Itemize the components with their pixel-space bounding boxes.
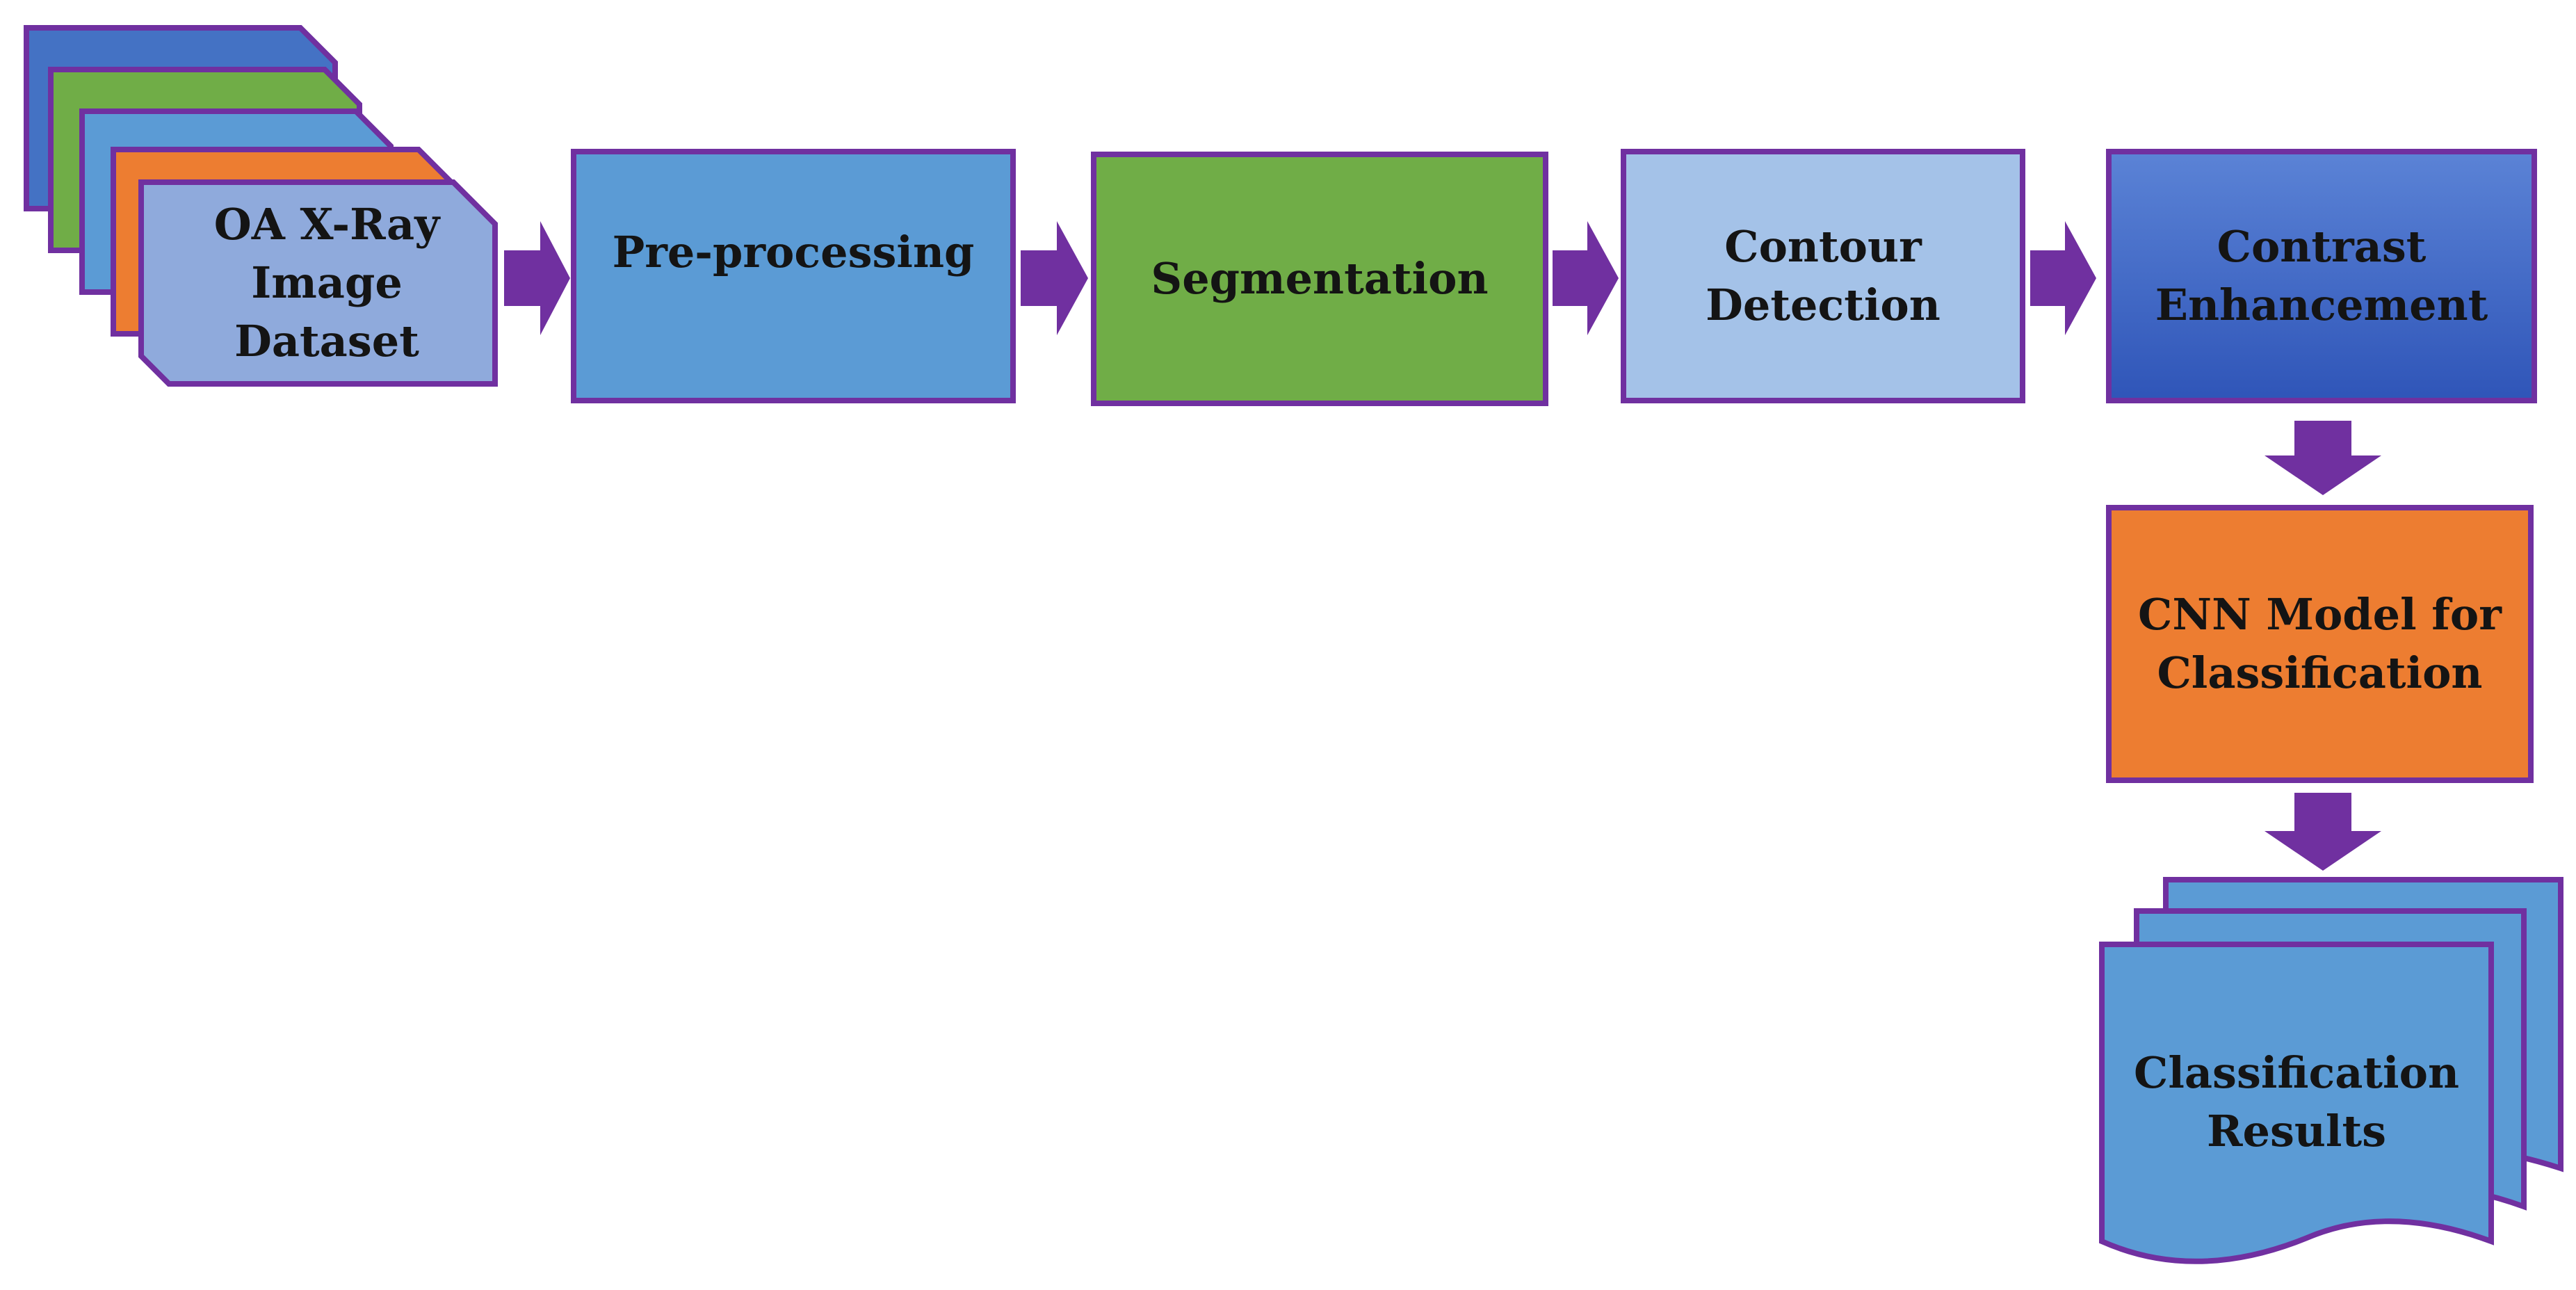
arrow-contour-to-contrast <box>2030 221 2096 335</box>
preprocessing-box <box>571 149 1016 403</box>
dataset-label: OA X-Ray Image Dataset <box>213 199 440 366</box>
results-label: Classification Results <box>2133 1047 2460 1156</box>
results-stack <box>2099 877 2563 1264</box>
preprocessing-label: Pre-processing <box>612 227 975 277</box>
contour-detection-label: Contour Detection <box>1706 221 1941 330</box>
contrast-enhancement-box <box>2106 149 2537 403</box>
arrow-dataset-to-preprocessing <box>504 221 570 335</box>
dataset-card-front <box>138 179 498 387</box>
cnn-model-label: CNN Model for Classification <box>2138 589 2502 698</box>
segmentation-label: Segmentation <box>1151 253 1489 304</box>
results-doc-front <box>2099 942 2494 1264</box>
arrow-cnn-to-results <box>2265 793 2381 871</box>
segmentation-box <box>1091 152 1548 406</box>
contrast-enhancement-label: Contrast Enhancement <box>2155 221 2488 330</box>
arrow-preprocessing-to-segmentation <box>1021 221 1088 335</box>
arrow-contrast-to-cnn <box>2265 421 2381 495</box>
dataset-stack <box>24 25 498 387</box>
arrow-segmentation-to-contour <box>1553 221 1619 335</box>
cnn-model-box <box>2106 505 2534 783</box>
contour-detection-box <box>1621 149 2025 403</box>
